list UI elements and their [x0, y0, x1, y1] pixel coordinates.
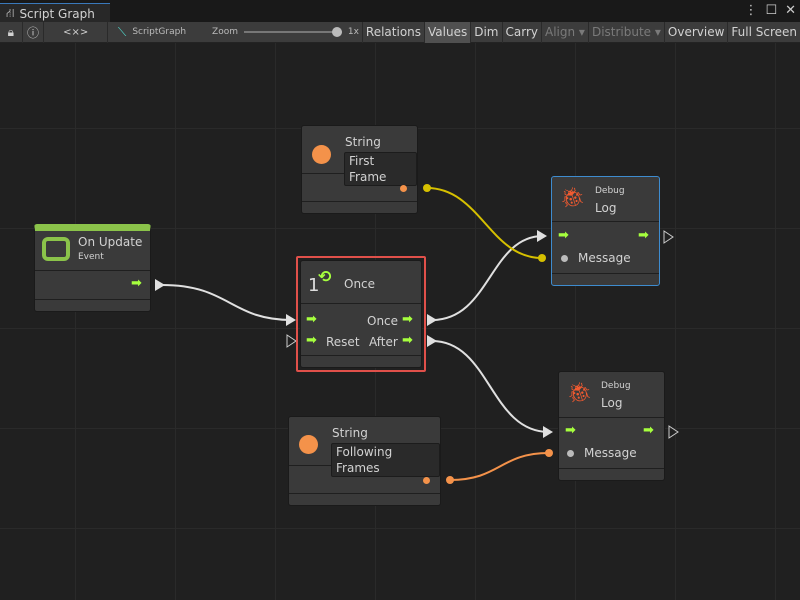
- once-icon-number: 1: [308, 275, 320, 296]
- bug-icon: 🐞︎: [567, 380, 593, 404]
- value-out-port[interactable]: [423, 477, 430, 484]
- flow-in-icon[interactable]: ➡: [558, 228, 569, 243]
- cycle-icon: ⟲: [318, 267, 332, 286]
- debug-log-node-2[interactable]: 🐞︎ Debug Log ➡ ➡ Message: [558, 371, 665, 481]
- string-node-first-frame[interactable]: String First Frame: [301, 125, 418, 214]
- toolbar: 🔒︎ ⓘ <×> ⟍ ScriptGraph Zoom 1x Relations…: [0, 21, 800, 43]
- message-port[interactable]: [567, 450, 574, 457]
- string-node-following-frames[interactable]: String Following Frames: [288, 416, 441, 506]
- message-label: Message: [578, 251, 631, 265]
- flow-out-icon[interactable]: ➡: [638, 228, 649, 243]
- flow-out-icon[interactable]: ➡: [643, 423, 654, 438]
- zoom-slider[interactable]: [243, 27, 342, 37]
- flow-out-after-icon[interactable]: ➡: [402, 333, 413, 348]
- tab-script-graph[interactable]: ⛙Script Graph: [0, 3, 110, 22]
- info-icon[interactable]: ⓘ: [23, 21, 45, 43]
- selection-outline: [296, 256, 426, 372]
- string-icon: [299, 435, 318, 454]
- after-output-label: After: [369, 335, 398, 349]
- debug-log-node-1[interactable]: 🐞︎ Debug Log ➡ ➡ Message: [551, 176, 660, 286]
- tab-bar: ⛙Script Graph ⋮ ☐ ✕: [0, 0, 800, 22]
- flow-out-once-icon[interactable]: ➡: [402, 312, 413, 327]
- relations-button[interactable]: Relations: [363, 21, 426, 43]
- close-icon[interactable]: ✕: [785, 3, 796, 18]
- value-wire-string1-debug1[interactable]: [426, 187, 543, 259]
- node-category: Debug: [595, 186, 625, 196]
- reset-in-icon[interactable]: ➡: [306, 333, 317, 348]
- message-label: Message: [584, 446, 637, 460]
- node-title: Log: [601, 396, 623, 410]
- node-title: Log: [595, 201, 617, 215]
- values-button[interactable]: Values: [425, 21, 472, 43]
- port-triangle: [155, 279, 165, 291]
- node-title: Once: [344, 277, 376, 291]
- align-dropdown[interactable]: Align ▾: [542, 21, 589, 43]
- loop-icon: [42, 237, 70, 261]
- flow-wire-once-debug1[interactable]: [431, 235, 544, 321]
- value-out-port[interactable]: [400, 185, 407, 192]
- graph-breadcrumb: ⟍ ScriptGraph Zoom 1x: [108, 21, 363, 43]
- flow-wire-after-debug2[interactable]: [431, 340, 550, 433]
- flow-in-icon[interactable]: ➡: [565, 423, 576, 438]
- zoom-label: Zoom: [212, 27, 238, 37]
- node-title: String: [332, 426, 368, 440]
- flow-out-icon[interactable]: ➡: [131, 276, 142, 291]
- maximize-icon[interactable]: ☐: [765, 3, 778, 18]
- value-wire-string2-debug2[interactable]: [449, 452, 550, 481]
- distribute-dropdown[interactable]: Distribute ▾: [589, 21, 665, 43]
- zoom-value: 1x: [347, 27, 359, 37]
- node-category: Debug: [601, 381, 631, 391]
- flow-wire-update-once[interactable]: [161, 284, 293, 321]
- dim-button[interactable]: Dim: [471, 21, 503, 43]
- once-node[interactable]: 1 ⟲ Once ➡ Once ➡ ➡ Reset After ➡: [300, 260, 422, 368]
- code-button[interactable]: <×>: [44, 21, 108, 43]
- more-icon[interactable]: ⋮: [744, 3, 758, 18]
- graph-name[interactable]: ScriptGraph: [132, 27, 187, 37]
- string-value-field[interactable]: First Frame: [344, 152, 417, 186]
- graph-icon: ⟍: [117, 24, 127, 39]
- node-title: On Update: [78, 235, 143, 249]
- on-update-node[interactable]: On Update Event ➡: [34, 224, 151, 312]
- hierarchy-icon: ⛙: [6, 6, 15, 20]
- message-port[interactable]: [561, 255, 568, 262]
- bug-icon: 🐞︎: [560, 185, 586, 209]
- string-icon: [312, 145, 331, 164]
- node-title: String: [345, 135, 381, 149]
- flow-in-icon[interactable]: ➡: [306, 312, 317, 327]
- full-screen-button[interactable]: Full Screen: [731, 25, 797, 39]
- once-output-label: Once: [367, 314, 399, 328]
- node-subtitle: Event: [78, 252, 104, 262]
- carry-button[interactable]: Carry: [503, 21, 542, 43]
- reset-label: Reset: [326, 335, 360, 349]
- lock-icon[interactable]: 🔒︎: [0, 21, 23, 43]
- overview-button[interactable]: Overview: [665, 21, 729, 43]
- string-value-field[interactable]: Following Frames: [331, 443, 440, 477]
